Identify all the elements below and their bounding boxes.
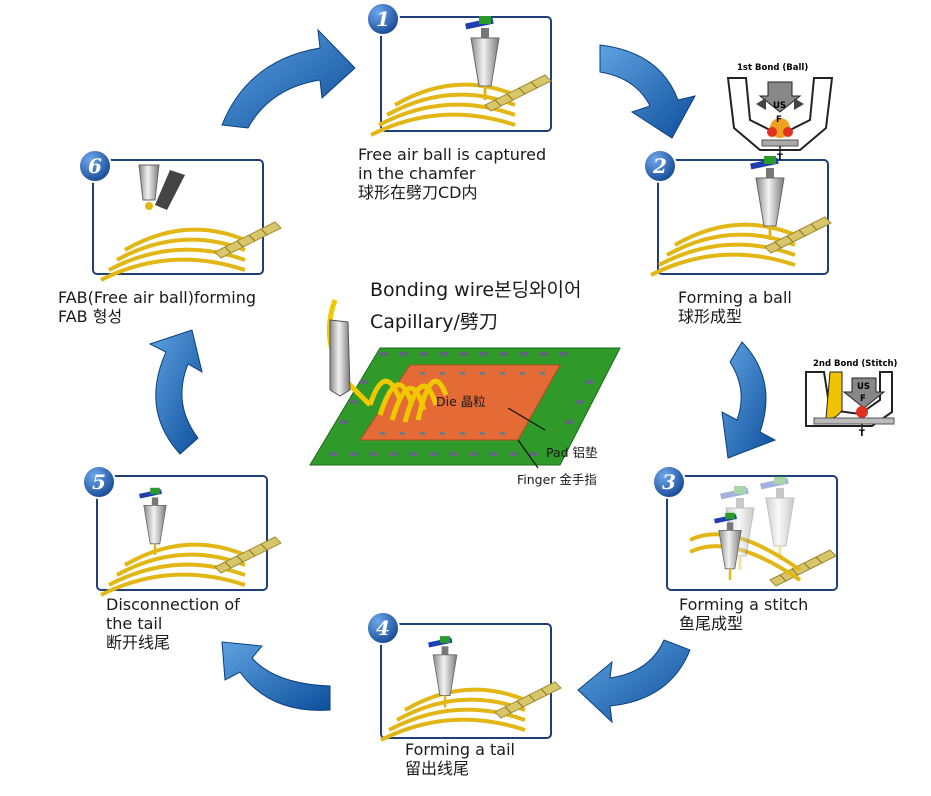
finger-label: Finger 金手指	[517, 472, 597, 487]
step-2-badge: 2	[643, 149, 677, 183]
step-4-badge: 4	[366, 611, 400, 645]
die-label: Die 晶粒	[436, 394, 486, 409]
second-bond-inset	[805, 371, 895, 432]
svg-text:1: 1	[376, 7, 390, 31]
arrow-4-to-5	[221, 641, 331, 711]
step-3-panel	[666, 475, 838, 591]
step-3-badge: 3	[652, 465, 686, 499]
step-3-illustration	[689, 475, 837, 587]
step-5-badge: 5	[82, 465, 116, 499]
svg-text:3: 3	[662, 470, 676, 494]
step-1-label: Free air ball is captured in the chamfer…	[358, 145, 547, 202]
step-6-badge: 6	[78, 149, 112, 183]
capillary-label: Capillary/劈刀	[370, 311, 498, 333]
center-illustration	[309, 299, 621, 469]
arrow-2-to-3	[721, 341, 777, 459]
pad-label: Pad 铝垫	[546, 445, 598, 460]
step-5-label: Disconnection of the tail 断开线尾	[106, 595, 240, 652]
arrow-6-to-1	[221, 28, 356, 129]
svg-text:2: 2	[652, 154, 667, 178]
svg-text:4: 4	[376, 616, 390, 640]
step-3-label: Forming a stitch 鱼尾成型	[679, 595, 809, 633]
first-bond-f: F	[776, 115, 782, 125]
step-5-panel	[96, 475, 268, 591]
arrow-1-to-2	[599, 44, 696, 139]
step-2-label: Forming a ball 球形成型	[678, 288, 792, 326]
svg-text:5: 5	[92, 470, 106, 494]
second-bond-f: F	[860, 394, 866, 404]
step-2-panel	[657, 159, 829, 275]
bonding-wire-label: Bonding wire본딩와이어	[370, 279, 582, 301]
first-bond-us: US	[773, 101, 786, 111]
step-1-badge: 1	[366, 2, 400, 36]
step-4-label: Forming a tail 留出线尾	[405, 740, 515, 778]
svg-text:6: 6	[88, 154, 102, 178]
first-bond-title: 1st Bond (Ball)	[737, 63, 808, 73]
step-6-illustration	[99, 164, 282, 282]
step-6-label: FAB(Free air ball)forming FAB 형성	[58, 288, 256, 326]
second-bond-t: T	[859, 429, 865, 439]
second-bond-title: 2nd Bond (Stitch)	[813, 359, 898, 369]
first-bond-inset	[726, 77, 834, 156]
arrow-3-to-4	[577, 639, 691, 724]
second-bond-us: US	[857, 382, 870, 392]
first-bond-t: T	[777, 153, 783, 163]
arrow-5-to-6	[148, 329, 203, 455]
